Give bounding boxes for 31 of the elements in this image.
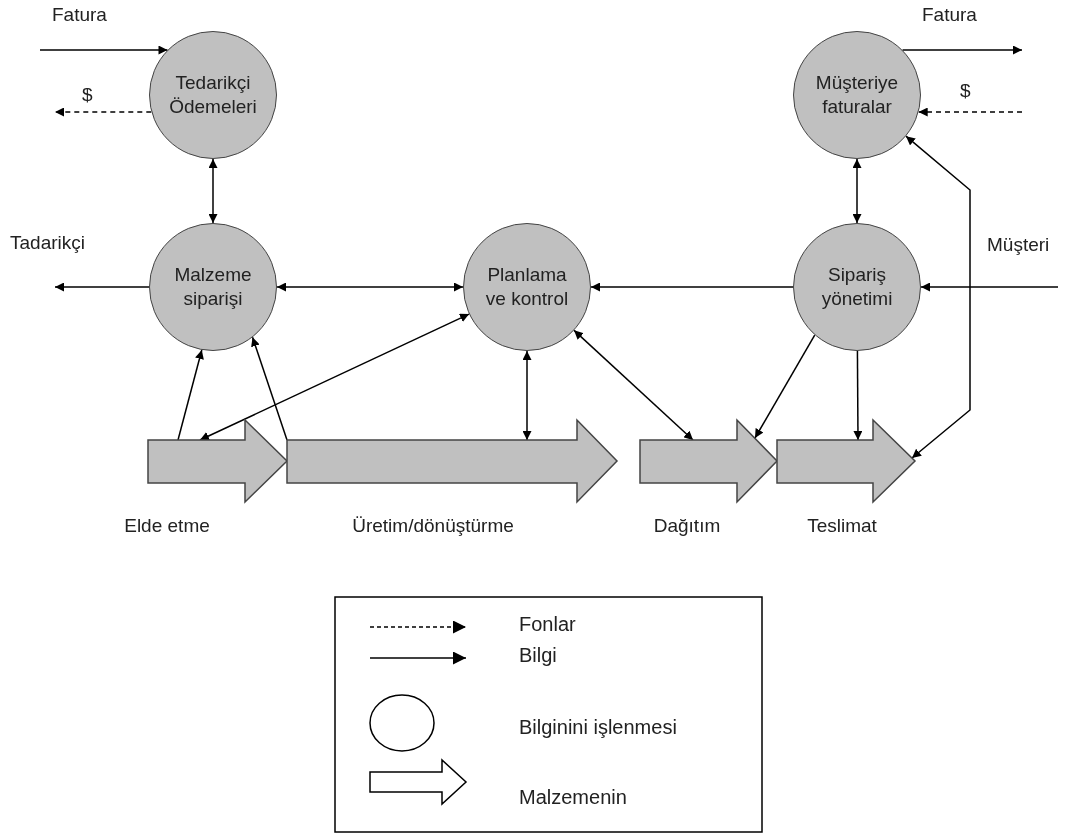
- legend-label: Bilgi: [519, 644, 557, 667]
- arrow: [853, 350, 863, 441]
- process-label: Malzeme siparişi: [173, 263, 253, 311]
- arrow: [54, 282, 150, 292]
- process-label: Sipariş yönetimi: [820, 263, 894, 311]
- legend-label: Fonlar: [519, 613, 576, 636]
- arrow: [39, 45, 169, 55]
- process-label: Müşteriye faturalar: [814, 71, 900, 119]
- stage-label: Üretim/dönüştürme: [352, 515, 514, 537]
- dashed-arrow: [54, 107, 153, 117]
- arrow: [852, 158, 862, 224]
- arrow: [920, 282, 1059, 292]
- arrow: [573, 329, 694, 441]
- process-label: Tedarikçi Ödemeleri: [168, 71, 258, 119]
- dashed-arrow: [917, 107, 1023, 117]
- stage-label: Dağıtım: [653, 515, 721, 537]
- process-label: Planlama ve kontrol: [484, 263, 570, 311]
- arrow: [901, 45, 1023, 55]
- arrow: [276, 282, 464, 292]
- arrow: [199, 313, 470, 441]
- arrow: [177, 349, 204, 441]
- arrow: [208, 158, 218, 224]
- stage-label: Elde etme: [124, 515, 210, 537]
- legend-label: Malzemenin: [519, 786, 627, 809]
- arrow: [251, 336, 288, 441]
- stage-label: Teslimat: [807, 515, 877, 537]
- arrow: [754, 334, 816, 439]
- arrow: [905, 135, 971, 459]
- arrow: [590, 282, 794, 292]
- legend-label: Bilginini işlenmesi: [519, 716, 677, 739]
- arrow: [522, 350, 532, 441]
